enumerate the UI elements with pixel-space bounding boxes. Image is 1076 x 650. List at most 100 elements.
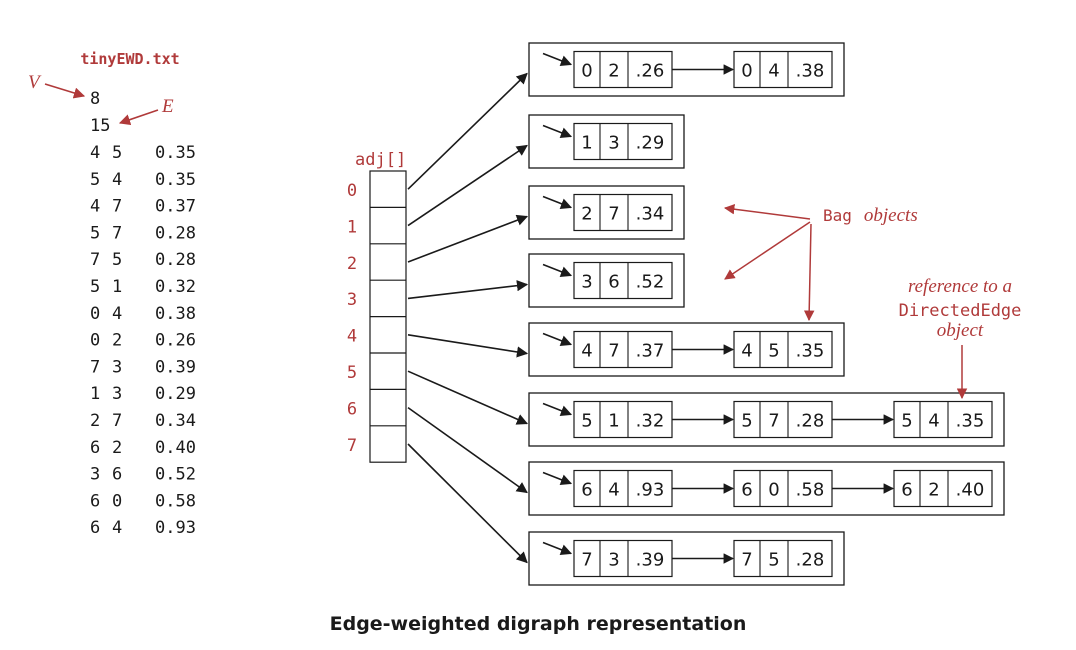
edge-node-weight: .28	[796, 550, 825, 571]
bag-first-pointer	[542, 471, 573, 486]
edge-node-weight: .32	[636, 411, 665, 432]
adj-index: 4	[347, 327, 357, 347]
edge-node-frame	[573, 330, 673, 369]
edge-node-to: 4	[928, 411, 939, 432]
bag-first-pointer	[542, 52, 573, 67]
bag-annotation-label: Bag objects	[823, 205, 918, 226]
edge-from: 6	[90, 438, 100, 458]
edge-weight: 0.37	[155, 197, 196, 217]
edge-from: 5	[90, 170, 100, 190]
edge-node-frame	[573, 193, 673, 232]
caption: Edge-weighted digraph representation	[330, 613, 747, 635]
bag-text: objects	[864, 205, 918, 226]
adj-index: 0	[347, 181, 357, 201]
adj-index: 6	[347, 399, 357, 419]
adj-pointer	[407, 280, 529, 300]
edge-from: 3	[90, 465, 100, 485]
edge-weight: 0.29	[155, 384, 196, 404]
edge-node-weight: .35	[796, 341, 825, 362]
edge-node-frame	[733, 50, 833, 89]
edge-weight: 0.32	[155, 277, 196, 297]
edge-weight: 0.52	[155, 465, 196, 485]
adj-pointer	[407, 406, 528, 494]
edge-node-frame	[893, 469, 993, 508]
edge-node-weight: .26	[636, 61, 665, 82]
edge-from: 2	[90, 411, 100, 431]
edge-from: 7	[90, 250, 100, 270]
edge-node-to: 0	[768, 480, 779, 501]
edge-node-weight: .40	[956, 480, 985, 501]
edge-node-to: 5	[768, 550, 779, 571]
edge-to: 4	[112, 518, 122, 538]
edge-weight: 0.40	[155, 438, 196, 458]
edge-node-to: 2	[928, 480, 939, 501]
edge-node-from: 0	[741, 61, 752, 82]
edge-weight: 0.28	[155, 250, 196, 270]
edge-node-from: 0	[581, 61, 592, 82]
edge-node-frame	[573, 539, 673, 578]
adj-pointer	[407, 334, 529, 358]
edge-weight: 0.93	[155, 518, 196, 538]
adj-label: adj[]	[355, 150, 406, 170]
edge-node-to: 2	[608, 61, 619, 82]
adj-pointer	[407, 72, 528, 190]
edge-node-weight: .35	[956, 411, 985, 432]
edge-node-from: 1	[581, 133, 592, 154]
adj-pointer	[407, 370, 529, 425]
edge-node-frame	[573, 122, 673, 161]
bag-code: Bag	[823, 206, 852, 225]
edge-to: 3	[112, 384, 122, 404]
edge-node-from: 7	[741, 550, 752, 571]
edge-to: 7	[112, 197, 122, 217]
bag-arrow-1	[723, 204, 811, 220]
edge-node-to: 7	[768, 411, 779, 432]
edge-node-from: 6	[581, 480, 592, 501]
adj-pointer	[407, 214, 529, 263]
adj-cells	[369, 170, 407, 463]
edge-to: 5	[112, 143, 122, 163]
edge-node-frame	[733, 539, 833, 578]
edge-weight: 0.38	[155, 304, 196, 324]
edge-node-frame	[573, 400, 673, 439]
edge-node-weight: .34	[636, 204, 665, 225]
edge-node-weight: .38	[796, 61, 825, 82]
edge-from: 6	[90, 491, 100, 511]
v-value: 8	[90, 89, 100, 109]
edge-node-to: 7	[608, 341, 619, 362]
e-arrow	[118, 109, 159, 126]
edge-node-frame	[573, 469, 673, 508]
edge-node-weight: .52	[636, 272, 665, 293]
edge-to: 2	[112, 438, 122, 458]
edge-to: 4	[112, 170, 122, 190]
edge-node-to: 5	[768, 341, 779, 362]
edge-node-frame	[733, 330, 833, 369]
bag-arrow-2	[724, 221, 811, 280]
edge-node-frame	[893, 400, 993, 439]
edge-from: 7	[90, 357, 100, 377]
adj-index: 1	[347, 217, 357, 237]
edge-node-to: 3	[608, 133, 619, 154]
edge-to: 7	[112, 223, 122, 243]
